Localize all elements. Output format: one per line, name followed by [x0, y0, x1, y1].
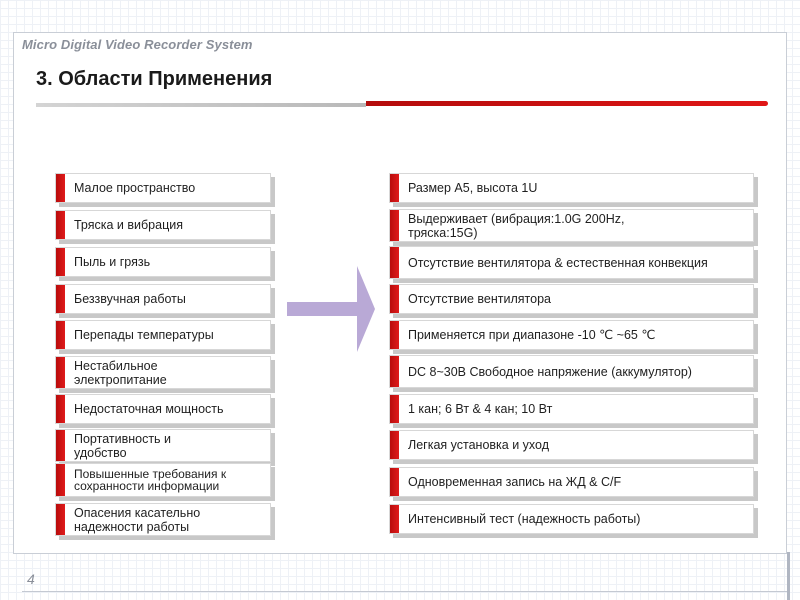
solution-item: Применяется при диапазоне -10 ℃ ~65 ℃ — [389, 320, 754, 350]
problem-label: Повышенные требования к сохранности инфо… — [74, 467, 227, 493]
solution-label: Интенсивный тест (надежность работы) — [408, 512, 641, 526]
accent-bar — [56, 285, 65, 313]
accent-bar — [56, 430, 65, 461]
arrow-right-icon — [287, 266, 375, 352]
problem-label: Тряска и вибрация — [74, 218, 183, 232]
problem-label: Опасения касательно надежности работы — [74, 505, 201, 534]
accent-bar — [56, 504, 65, 535]
accent-bar — [390, 247, 399, 278]
accent-bar — [390, 505, 399, 533]
accent-bar — [390, 174, 399, 202]
accent-bar — [390, 468, 399, 496]
problem-label: Беззвучная работы — [74, 292, 186, 306]
solution-item: Размер А5, высота 1U — [389, 173, 754, 203]
solution-item: Легкая установка и уход — [389, 430, 754, 460]
accent-bar — [56, 395, 65, 423]
problem-item: Малое пространство — [55, 173, 271, 203]
solution-item: Одновременная запись на ЖД & C/F — [389, 467, 754, 497]
solution-label: 1 кан; 6 Вт & 4 кан; 10 Вт — [408, 402, 553, 416]
accent-bar — [390, 321, 399, 349]
solution-label: Легкая установка и уход — [408, 438, 549, 452]
problem-item: Тряска и вибрация — [55, 210, 271, 240]
problem-item: Портативность и удобство — [55, 429, 271, 462]
solution-label: Отсутствие вентилятора — [408, 292, 551, 306]
solution-label: Размер А5, высота 1U — [408, 181, 538, 195]
problem-label: Малое пространство — [74, 181, 196, 195]
problem-item: Пыль и грязь — [55, 247, 271, 277]
solution-item: 1 кан; 6 Вт & 4 кан; 10 Вт — [389, 394, 754, 424]
problem-label: Недостаточная мощность — [74, 402, 224, 416]
footer-divider — [22, 591, 787, 592]
solution-label: Применяется при диапазоне -10 ℃ ~65 ℃ — [408, 328, 656, 342]
footer-edge-bar — [787, 552, 790, 600]
title-underline-accent — [366, 101, 768, 106]
accent-bar — [56, 211, 65, 239]
problem-label: Пыль и грязь — [74, 255, 151, 269]
problem-item: Недостаточная мощность — [55, 394, 271, 424]
accent-bar — [390, 210, 399, 241]
solution-item: DC 8~30В Свободное напряжение (аккумулят… — [389, 355, 754, 388]
accent-bar — [390, 431, 399, 459]
accent-bar — [390, 395, 399, 423]
problem-item: Повышенные требования к сохранности инфо… — [55, 463, 271, 497]
accent-bar — [56, 174, 65, 202]
page-title: 3. Области Применения — [36, 68, 273, 90]
problem-label: Нестабильное электропитание — [74, 358, 167, 387]
problem-item: Перепады температуры — [55, 320, 271, 350]
accent-bar — [390, 356, 399, 387]
solution-item: Отсутствие вентилятора & естественная ко… — [389, 246, 754, 279]
problem-item: Опасения касательно надежности работы — [55, 503, 271, 536]
problem-label: Портативность и удобство — [74, 431, 172, 460]
solution-item: Отсутствие вентилятора — [389, 284, 754, 314]
solution-label: Одновременная запись на ЖД & C/F — [408, 475, 622, 489]
problem-item: Беззвучная работы — [55, 284, 271, 314]
accent-bar — [56, 248, 65, 276]
solution-item: Выдерживает (вибрация:1.0G 200Hz, тряска… — [389, 209, 754, 242]
solution-label: Отсутствие вентилятора & естественная ко… — [408, 255, 708, 270]
solution-item: Интенсивный тест (надежность работы) — [389, 504, 754, 534]
problem-item: Нестабильное электропитание — [55, 356, 271, 389]
system-title: Micro Digital Video Recorder System — [22, 37, 253, 52]
solution-label: DC 8~30В Свободное напряжение (аккумулят… — [408, 364, 692, 379]
accent-bar — [56, 357, 65, 388]
accent-bar — [56, 464, 65, 496]
accent-bar — [56, 321, 65, 349]
problem-label: Перепады температуры — [74, 328, 214, 342]
title-underline — [36, 103, 366, 107]
page-number: 4 — [27, 571, 35, 587]
accent-bar — [390, 285, 399, 313]
solution-label: Выдерживает (вибрация:1.0G 200Hz, тряска… — [408, 211, 625, 240]
